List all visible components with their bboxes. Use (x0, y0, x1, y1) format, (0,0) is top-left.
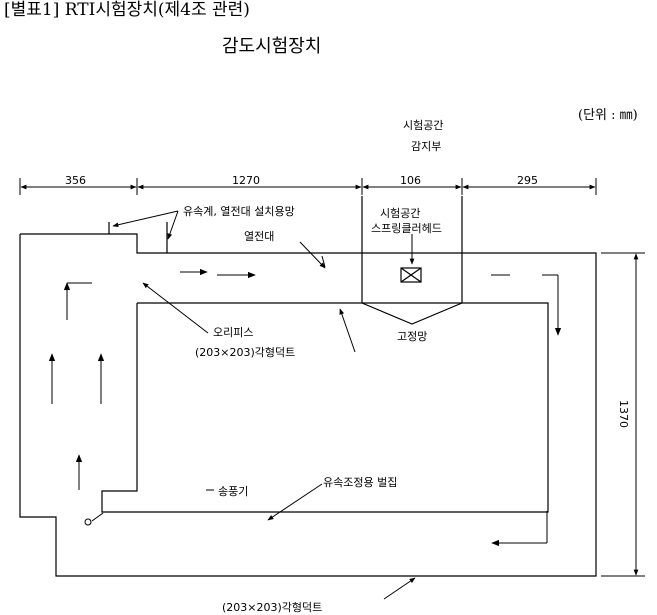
detector-label: 감지부 (411, 140, 442, 153)
dimension-1270: 1270 (232, 174, 260, 187)
dimension-295: 295 (517, 174, 538, 187)
duct-loop (19, 222, 597, 577)
mount-net-label: 유속계, 열전대 설치용망 (183, 205, 295, 218)
small-duct-label: (203×203)각형덕트 (195, 346, 295, 359)
sprinkler-head-label: 스프링클러헤드 (371, 222, 442, 235)
baffle-label: 고정망 (397, 330, 427, 343)
leader-lines (112, 210, 416, 600)
fan-marker (84, 255, 326, 526)
flow-arrows (48, 268, 562, 547)
dimension-1370: 1370 (617, 400, 630, 428)
dimension-106: 106 (400, 174, 421, 187)
document-header: [별표1] RTI시험장치(제4조 관련) (4, 0, 250, 20)
diagram-title: 감도시험장치 (222, 36, 322, 57)
unit-note: (단위 : ㎜) (578, 108, 638, 123)
large-duct-label: (203×203)각형덕트 (222, 601, 322, 614)
dimension-lines (19, 178, 645, 577)
thermocouple-label: 열전대 (244, 230, 274, 243)
orifice-label: 오리피스 (213, 326, 253, 339)
test-section (361, 196, 463, 325)
test-mount-label: 시험공간 (380, 207, 420, 220)
fan-label: 송풍기 (218, 485, 248, 498)
test-section-label: 시험공간 (403, 119, 444, 132)
flow-straightener-label: 유속조정용 벌집 (323, 476, 397, 489)
dimension-356: 356 (65, 174, 86, 187)
